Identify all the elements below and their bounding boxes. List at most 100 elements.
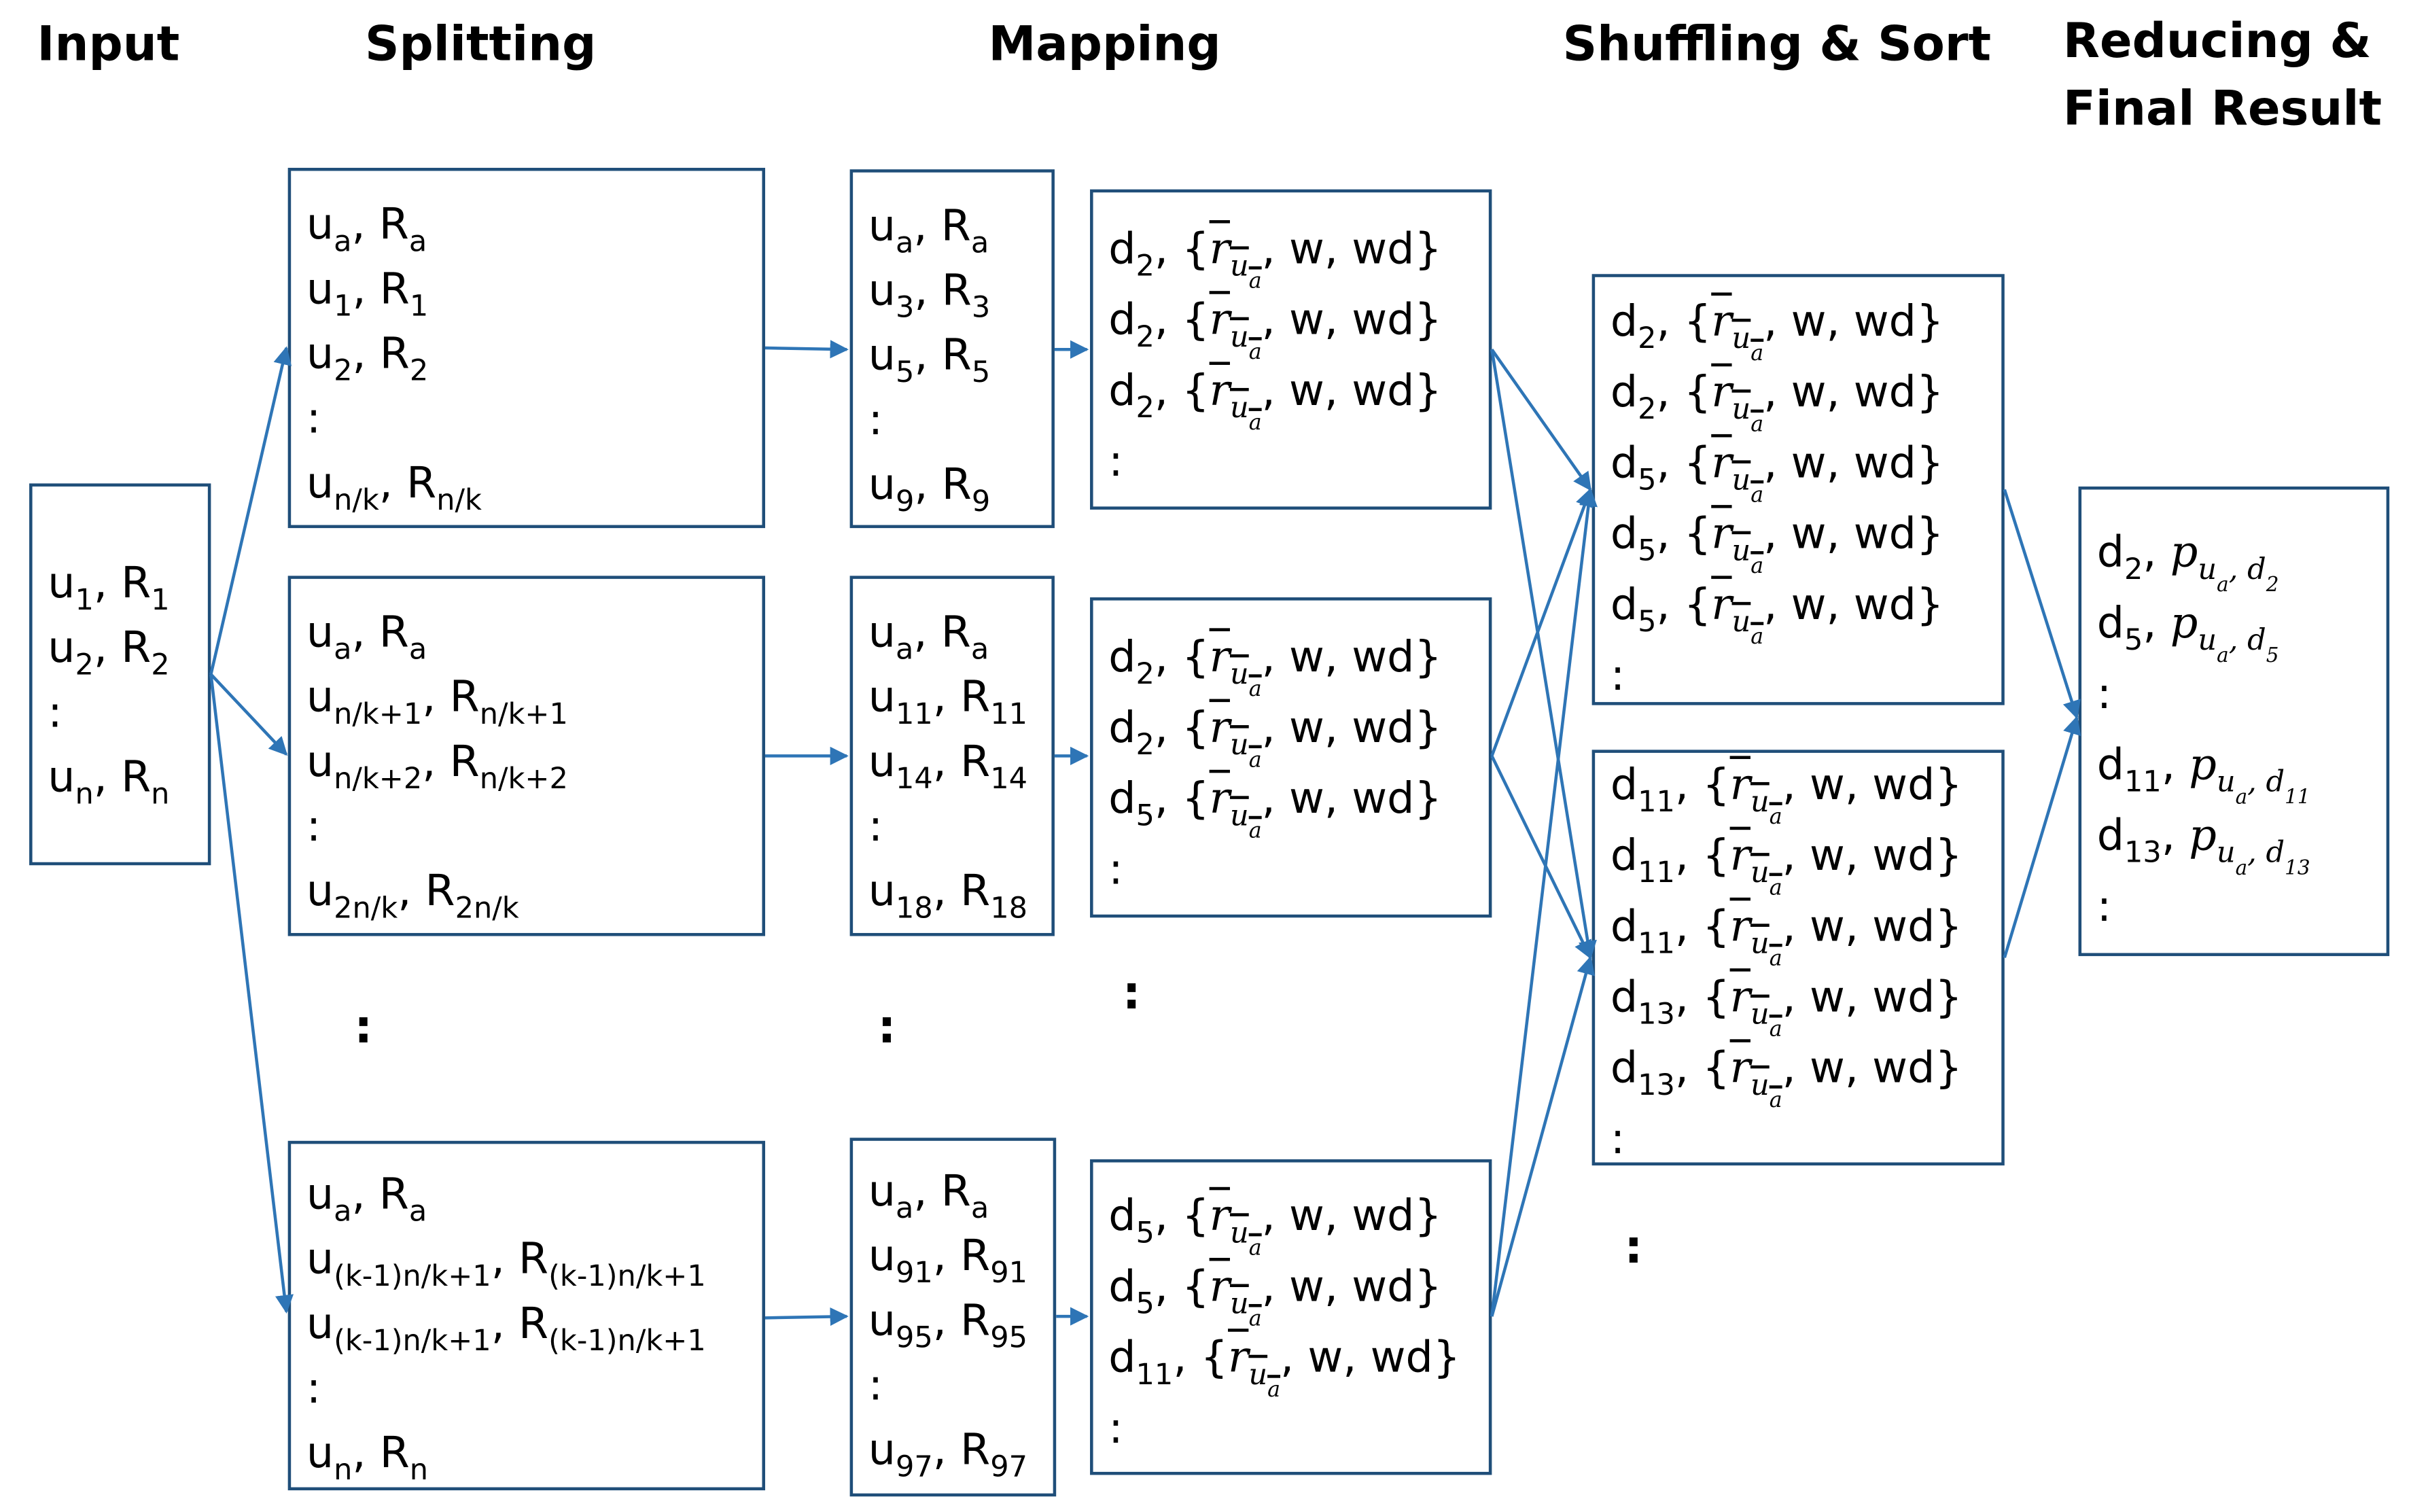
key-value-line: u3, R3: [868, 264, 991, 326]
key-value-line: un, Rn: [48, 751, 170, 811]
map-output-ellipsis: :: [1122, 966, 1141, 1021]
header-shuffling-sort: Shuffling & Sort: [1562, 16, 1992, 73]
arrow-input-split-2: [209, 673, 288, 756]
key-value-line: ua, Ra: [306, 1168, 427, 1229]
key-value-line: :: [306, 1362, 321, 1413]
continuation-colon: :: [1108, 843, 1123, 895]
tuple-line: d2, {rua, w, wd}: [1108, 702, 1442, 773]
tuple-line: d11, {rua, w, wd}: [1108, 1331, 1461, 1403]
key-value-line: :: [306, 392, 321, 444]
tuple-line: d13, {rua, w, wd}: [1610, 1042, 1963, 1114]
tuple-line: d2, {rua, w, wd}: [1108, 631, 1442, 703]
tuple-line: d13, {rua, w, wd}: [1610, 971, 1963, 1042]
key-value-line: u2, R2: [306, 328, 429, 388]
arrow-split-map-1: [764, 340, 849, 359]
key-value-line: u1, R1: [306, 263, 429, 323]
arrow-emit3-shuffle1: [1490, 487, 1598, 1317]
tuple-line: d2, {rua, w, wd}: [1108, 223, 1442, 294]
key-value-line: u97, R97: [868, 1424, 1028, 1485]
key-value-line: u11, R11: [868, 671, 1028, 732]
key-value-line: u91, R91: [868, 1230, 1028, 1290]
result-line: d5, pua, d5: [2096, 597, 2279, 669]
key-value-line: u(k-1)n/k+1, R(k-1)n/k+1: [306, 1233, 706, 1294]
arrow-input-split-3: [209, 674, 294, 1314]
map-output-box-1: d2, {rua, w, wd}d2, {rua, w, wd}d2, {rua…: [1090, 189, 1492, 510]
arrow-input-split-1: [209, 346, 292, 675]
key-value-line: u2n/k, R2n/k: [306, 865, 519, 926]
arrow-split-map-3: [764, 1307, 849, 1326]
key-value-line: un, Rn: [306, 1427, 429, 1488]
result-line: d13, pua, d13: [2096, 809, 2310, 881]
header-final-result: Final Result: [2062, 82, 2382, 137]
key-value-line: un/k+1, Rn/k+1: [306, 671, 568, 732]
header-reducing: Reducing &: [2062, 14, 2372, 69]
key-value-line: u5, R5: [868, 329, 991, 390]
arrow-emit2-shuffle2: [1490, 755, 1592, 960]
tuple-line: d5, {rua, w, wd}: [1610, 437, 1944, 508]
tuple-line: d5, {rua, w, wd}: [1610, 578, 1944, 650]
arrow-shuffle2-result: [2003, 716, 2081, 958]
map-output-box-2: d2, {rua, w, wd}d2, {rua, w, wd}d5, {rua…: [1090, 597, 1492, 918]
continuation-colon: :: [1108, 436, 1123, 487]
key-value-line: u1, R1: [48, 557, 170, 618]
key-value-line: :: [868, 393, 883, 445]
continuation-colon: :: [1610, 650, 1625, 701]
shuffle-box-1: d2, {rua, w, wd}d2, {rua, w, wd}d5, {rua…: [1591, 274, 2005, 705]
key-value-line: :: [48, 686, 63, 738]
key-value-line: un/k+2, Rn/k+2: [306, 735, 568, 796]
shuffle-box-2: d11, {rua, w, wd}d11, {rua, w, wd}d11, {…: [1591, 750, 2005, 1166]
tuple-line: d5, {rua, w, wd}: [1108, 1261, 1442, 1332]
tuple-line: d2, {rua, w, wd}: [1610, 295, 1944, 367]
split-ellipsis: :: [354, 1000, 373, 1055]
map-input-ellipsis: :: [877, 1000, 896, 1055]
key-value-line: ua, Ra: [868, 200, 989, 260]
key-value-line: u9, R9: [868, 459, 991, 519]
key-value-line: :: [868, 801, 883, 851]
continuation-colon: :: [2096, 880, 2112, 932]
key-value-line: u95, R95: [868, 1295, 1028, 1355]
result-line: d2, pua, d2: [2096, 526, 2279, 598]
tuple-line: d11, {rua, w, wd}: [1610, 830, 1963, 901]
tuple-line: d2, {rua, w, wd}: [1108, 364, 1442, 436]
arrow-emit1-shuffle1: [1490, 348, 1592, 491]
key-value-line: u18, R18: [868, 865, 1028, 926]
arrow-emit3-shuffle2: [1490, 955, 1595, 1317]
tuple-line: d11, {rua, w, wd}: [1610, 758, 1963, 830]
tuple-line: d5, {rua, w, wd}: [1108, 773, 1442, 844]
key-value-line: ua, Ra: [306, 606, 427, 667]
tuple-line: d2, {rua, w, wd}: [1108, 294, 1442, 365]
tuple-line: d2, {rua, w, wd}: [1610, 366, 1944, 438]
key-value-line: un/k, Rn/k: [306, 457, 482, 518]
key-value-line: u14, R14: [868, 735, 1028, 796]
tuple-line: d5, {rua, w, wd}: [1610, 508, 1944, 579]
header-mapping: Mapping: [988, 16, 1221, 73]
continuation-colon: :: [2096, 668, 2112, 720]
header-splitting: Splitting: [364, 16, 597, 73]
shuffle-ellipsis: :: [1624, 1220, 1643, 1275]
key-value-line: ua, Ra: [868, 1165, 989, 1226]
arrow-emit1-shuffle2: [1490, 349, 1597, 960]
continuation-colon: :: [1610, 1113, 1625, 1164]
map-output-box-3: d5, {rua, w, wd}d5, {rua, w, wd}d11, {ru…: [1090, 1159, 1492, 1475]
result-line: d11, pua, d11: [2096, 739, 2310, 810]
key-value-line: ua, Ra: [306, 198, 427, 259]
key-value-line: :: [306, 801, 321, 851]
key-value-line: u(k-1)n/k+1, R(k-1)n/k+1: [306, 1297, 706, 1358]
tuple-line: d11, {rua, w, wd}: [1610, 900, 1963, 972]
key-value-line: ua, Ra: [868, 606, 989, 667]
tuple-line: d5, {rua, w, wd}: [1108, 1190, 1442, 1261]
arrow-shuffle1-result: [2003, 489, 2081, 720]
header-input: Input: [37, 16, 180, 73]
key-value-line: u2, R2: [48, 622, 170, 682]
continuation-colon: :: [1108, 1402, 1123, 1454]
